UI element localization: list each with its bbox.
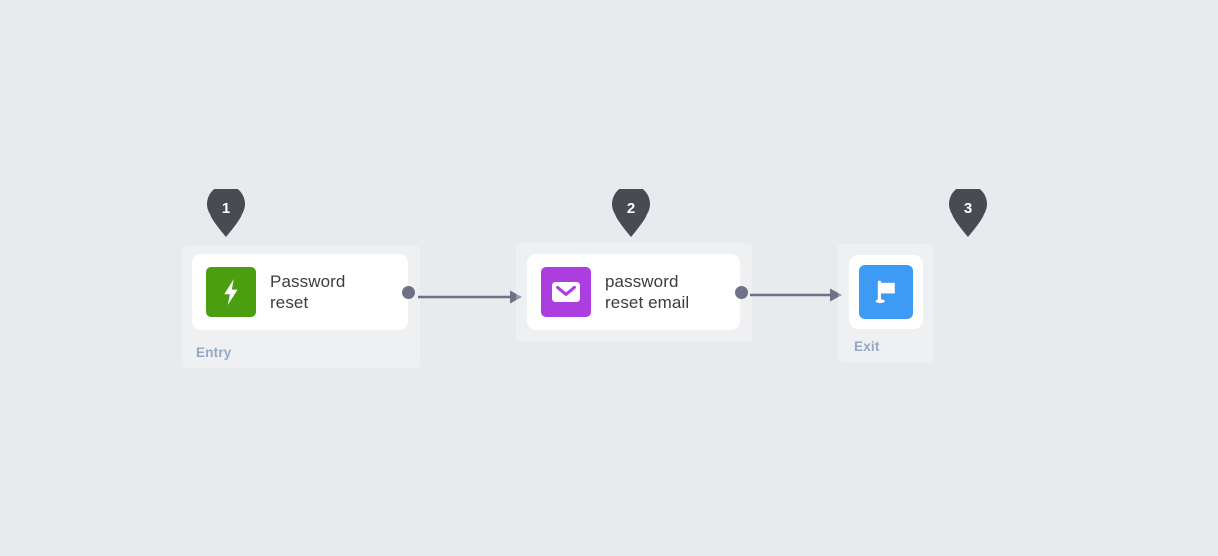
flow-node-1[interactable]: Password reset	[182, 246, 420, 368]
flow-node-2[interactable]: password reset email	[516, 243, 752, 342]
flow-node-2-step-badge: 2	[612, 189, 650, 237]
flow-node-1-title: Password reset	[270, 272, 346, 312]
flow-node-3-step-number: 3	[963, 199, 973, 217]
flow-node-1-card[interactable]: Password reset	[192, 254, 408, 330]
flow-node-1-output-port[interactable]	[402, 286, 415, 299]
flow-node-2-card[interactable]: password reset email	[527, 254, 740, 330]
envelope-icon	[541, 267, 591, 317]
flow-node-3-step-badge: 3	[949, 189, 987, 237]
flow-node-2-step-number: 2	[626, 199, 636, 217]
flow-node-1-caption: Entry	[196, 345, 232, 360]
flow-node-3-card[interactable]	[849, 255, 923, 329]
flow-node-2-title: password reset email	[605, 272, 690, 312]
flag-icon	[859, 265, 913, 319]
flow-node-3[interactable]	[838, 244, 933, 362]
flow-node-2-output-port[interactable]	[735, 286, 748, 299]
flow-node-3-caption: Exit	[854, 339, 880, 354]
flow-connector-1-2	[418, 285, 522, 309]
flow-node-1-step-number: 1	[221, 199, 231, 217]
lightning-bolt-icon	[206, 267, 256, 317]
flow-node-1-step-badge: 1	[207, 189, 245, 237]
flow-connector-2-3	[750, 283, 842, 307]
